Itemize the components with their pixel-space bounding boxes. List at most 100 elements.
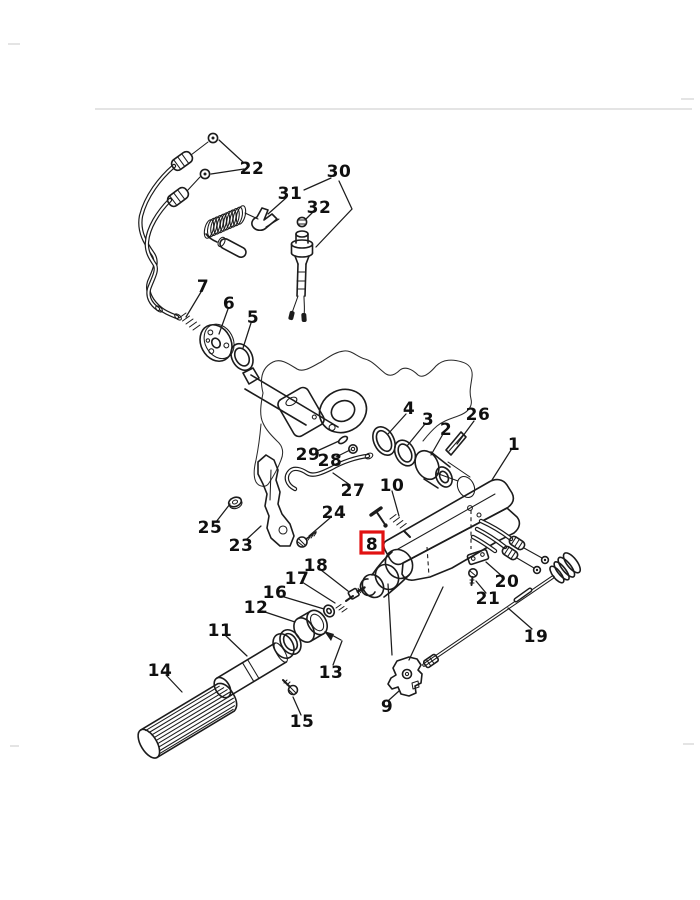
part-label-21[interactable]: 21 — [476, 589, 501, 609]
shaft-block — [277, 386, 325, 438]
screw-17 — [335, 595, 354, 613]
leader-line-23 — [246, 525, 262, 540]
leader-line-30 — [315, 180, 353, 248]
leader-line-10 — [391, 490, 400, 517]
cable-adjuster-barrel — [166, 186, 190, 208]
part-label-17[interactable]: 17 — [285, 569, 310, 589]
part-label-9[interactable]: 9 — [381, 697, 393, 717]
part-label-7[interactable]: 7 — [197, 277, 209, 297]
cable-drum — [199, 323, 235, 362]
washer-3 — [393, 439, 417, 467]
leader-line-20 — [485, 561, 504, 578]
switch-nut — [296, 216, 308, 228]
pin-26 — [445, 431, 467, 456]
lanyard-clip — [251, 207, 280, 232]
steering-bracket-23 — [257, 454, 295, 547]
leader-line-16 — [280, 595, 325, 610]
part-label-24[interactable]: 24 — [322, 503, 347, 523]
part-label-18[interactable]: 18 — [304, 556, 329, 576]
leader-line-14 — [165, 674, 183, 693]
lanyard-toggle — [217, 236, 247, 259]
part-label-22[interactable]: 22 — [240, 159, 265, 179]
leader-line-5 — [242, 322, 252, 349]
cable-adjuster-barrel — [170, 150, 194, 172]
part-label-16[interactable]: 16 — [263, 583, 288, 603]
spring-screw-10 — [389, 513, 411, 538]
leader-lines — [165, 139, 533, 716]
leader-line-25 — [215, 503, 231, 523]
part-label-1[interactable]: 1 — [508, 435, 520, 455]
part-label-15[interactable]: 15 — [290, 712, 315, 732]
leader-line-17 — [301, 581, 336, 604]
part-label-3[interactable]: 3 — [422, 410, 434, 430]
pivot-boss — [318, 388, 368, 434]
part-label-2[interactable]: 2 — [440, 420, 452, 440]
leader-line-21 — [475, 580, 487, 594]
part-label-20[interactable]: 20 — [495, 572, 520, 592]
leader-line-26 — [456, 420, 475, 445]
part-label-5[interactable]: 5 — [247, 308, 259, 328]
leader-line-24 — [308, 517, 331, 537]
part-label-31[interactable]: 31 — [278, 184, 303, 204]
leader-line-28 — [335, 449, 351, 458]
leader-line-30 — [303, 177, 332, 191]
highlight-box-part-8[interactable] — [359, 530, 385, 555]
leader-line-6 — [218, 308, 229, 335]
cable-fitting — [501, 545, 519, 561]
part-label-27[interactable]: 27 — [341, 481, 366, 501]
part-label-14[interactable]: 14 — [148, 661, 173, 681]
leader-line-12 — [261, 610, 296, 623]
part-label-12[interactable]: 12 — [244, 598, 269, 618]
leader-line-31 — [267, 197, 287, 215]
washer-4 — [372, 426, 396, 456]
leader-line-9 — [388, 690, 400, 701]
leader-line-11 — [224, 634, 248, 657]
pin-29 — [337, 435, 349, 445]
leader-line-13 — [332, 640, 343, 666]
kill-switch — [288, 216, 314, 323]
bolt-24 — [296, 531, 317, 548]
bolt-18 — [347, 586, 366, 600]
nut-25 — [227, 496, 243, 510]
housing-front-barrel — [359, 548, 414, 599]
part-label-32[interactable]: 32 — [307, 198, 332, 218]
leader-line-4 — [387, 413, 407, 435]
throttle-tube-11 — [213, 642, 288, 699]
leader-line-13 — [327, 632, 342, 641]
washer-16 — [322, 604, 336, 618]
part-label-6[interactable]: 6 — [223, 294, 235, 314]
leader-line-29 — [316, 440, 340, 452]
selected-part-highlight — [359, 530, 385, 555]
link-rod-27 — [284, 452, 374, 492]
part-label-28[interactable]: 28 — [318, 451, 343, 471]
leader-line-15 — [292, 696, 302, 716]
throttle-pin-8 — [369, 506, 388, 528]
part-label-4[interactable]: 4 — [403, 399, 415, 419]
ring-28 — [347, 443, 358, 454]
part-label-8[interactable]: 8 — [366, 535, 378, 555]
friction-rod-19 — [422, 552, 582, 669]
cable-clamp-plate-20 — [466, 548, 490, 566]
part-label-26[interactable]: 26 — [466, 405, 491, 425]
leader-line-2 — [430, 433, 444, 456]
throttle-cable-pair — [138, 132, 219, 321]
rod-knob — [549, 552, 582, 584]
housing-cables — [470, 518, 550, 575]
part-label-23[interactable]: 23 — [229, 536, 254, 556]
leader-line-3 — [406, 423, 426, 447]
cable-end-cap — [155, 305, 182, 321]
part-label-25[interactable]: 25 — [198, 518, 223, 538]
lanyard-coil — [203, 205, 280, 259]
pivot-stub — [435, 461, 476, 499]
part-label-29[interactable]: 29 — [296, 445, 321, 465]
part-label-13[interactable]: 13 — [319, 663, 344, 683]
leader-line-32 — [305, 211, 314, 220]
bushing-2 — [414, 449, 453, 489]
leader-line-19 — [507, 607, 533, 630]
part-label-10[interactable]: 10 — [380, 476, 405, 496]
part-label-19[interactable]: 19 — [524, 627, 549, 647]
part-label-30[interactable]: 30 — [327, 162, 352, 182]
part-label-11[interactable]: 11 — [208, 621, 233, 641]
